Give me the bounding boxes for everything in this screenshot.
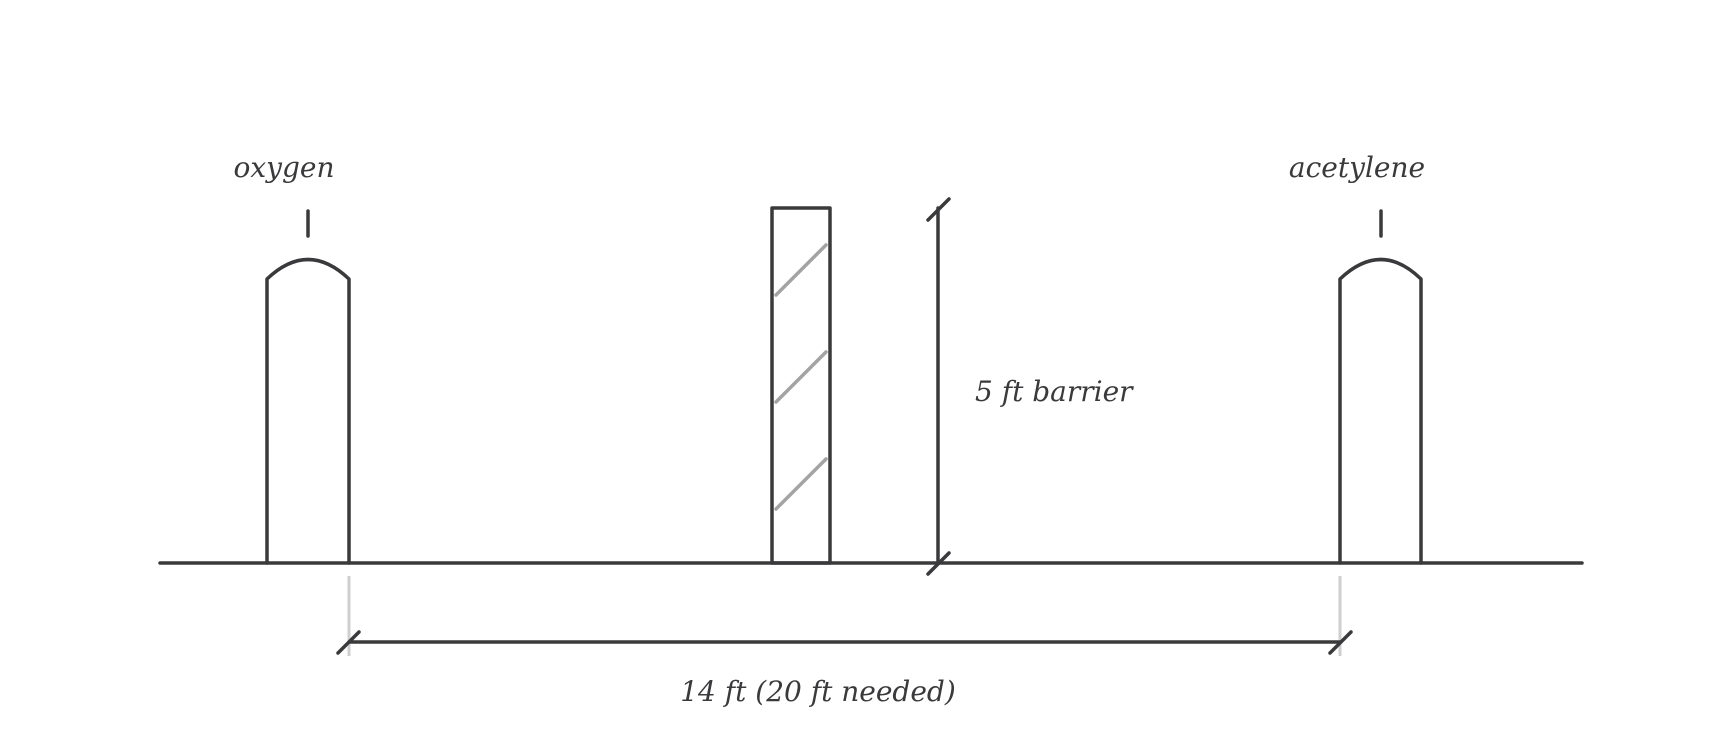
acetylene-cylinder: acetylene [1289,151,1425,565]
barrier-hatch-line [774,243,828,297]
separation-label: 14 ft (20 ft needed) [680,675,956,708]
barrier-height-tick-bottom [926,551,951,576]
oxygen-cylinder: oxygen [234,151,351,565]
barrier [770,206,832,565]
barrier-wall [770,206,832,565]
barrier-hatch-line [774,350,828,404]
barrier-height-tick-top [926,197,951,222]
separation-tick-right [1328,630,1353,655]
barrier-height-label: 5 ft barrier [975,375,1134,408]
oxygen-label: oxygen [234,151,335,184]
barrier-hatch-line [774,457,828,511]
separation-tick-left [336,630,361,655]
oxygen-cylinder-body [265,257,351,565]
barrier-height-dimension: 5 ft barrier [926,197,1134,576]
separation-dimension: 14 ft (20 ft needed) [336,576,1353,708]
acetylene-label: acetylene [1289,151,1425,184]
acetylene-cylinder-body [1338,257,1423,565]
